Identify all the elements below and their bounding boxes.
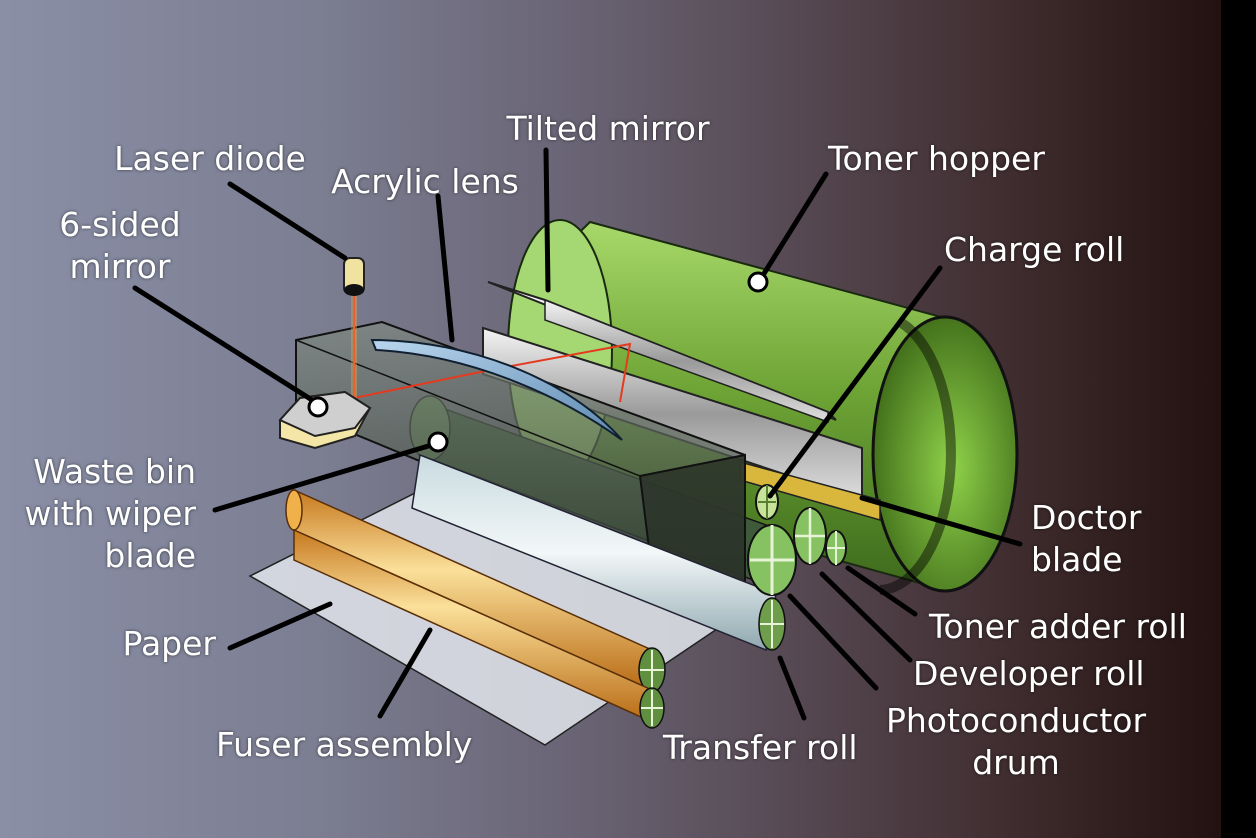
- diagram-artwork: [132, 147, 1023, 746]
- label-tilted-mirror: Tilted mirror: [506, 109, 710, 148]
- label-six-sided-mirror: 6-sided mirror: [40, 204, 200, 288]
- label-developer-roll: Developer roll: [913, 654, 1145, 693]
- dot-six-sided-mirror: [307, 396, 329, 418]
- leader-six-sided-mirror: [132, 285, 315, 403]
- label-doctor-blade-line-2: blade: [1031, 540, 1123, 579]
- label-waste-bin-line-2: with wiper: [24, 494, 196, 533]
- pointer-dots: [307, 271, 769, 453]
- label-photoconductor-drum-line-1: Photoconductor: [885, 701, 1147, 740]
- leader-acrylic-lens: [435, 193, 455, 343]
- label-waste-bin-line-1: Waste bin: [33, 452, 196, 491]
- transfer-roll-shape: [411, 453, 786, 652]
- dot-waste-bin: [427, 431, 449, 453]
- label-photoconductor-drum: Photoconductor drum: [876, 700, 1156, 784]
- label-transfer-roll: Transfer roll: [663, 728, 858, 767]
- leader-charge-roll: [767, 265, 943, 499]
- laser-diode-shape: [343, 257, 365, 296]
- label-doctor-blade: Doctor blade: [1031, 497, 1181, 581]
- leader-lines: [132, 147, 1023, 721]
- label-waste-bin: Waste bin with wiper blade: [8, 451, 196, 577]
- label-acrylic-lens: Acrylic lens: [331, 162, 519, 201]
- label-six-sided-mirror-line-1: 6-sided: [59, 205, 181, 244]
- leader-paper: [227, 601, 333, 651]
- right-black-strip: [1221, 0, 1256, 838]
- leader-developer-roll: [819, 571, 913, 663]
- dot-toner-hopper: [747, 271, 769, 293]
- leader-tilted-mirror: [543, 147, 551, 293]
- acrylic-lens-shape: [370, 338, 623, 441]
- label-charge-roll: Charge roll: [944, 230, 1125, 269]
- tilted-mirror-shape: [487, 281, 837, 424]
- label-six-sided-mirror-line-2: mirror: [69, 247, 171, 286]
- label-doctor-blade-line-1: Doctor: [1031, 498, 1142, 537]
- label-waste-bin-line-3: blade: [104, 536, 196, 575]
- label-photoconductor-drum-line-2: drum: [972, 743, 1060, 782]
- fuser-assembly-shape: [285, 488, 666, 729]
- leader-laser-diode: [227, 181, 348, 261]
- leader-toner-adder-roll: [845, 565, 918, 617]
- label-fuser-assembly: Fuser assembly: [216, 725, 473, 764]
- leader-toner-hopper: [757, 171, 829, 283]
- leader-doctor-blade: [859, 495, 1023, 547]
- leader-waste-bin: [212, 441, 438, 513]
- leader-fuser-assembly: [377, 627, 433, 719]
- label-toner-hopper: Toner hopper: [828, 139, 1045, 178]
- label-toner-adder-roll: Toner adder roll: [929, 607, 1187, 646]
- leader-transfer-roll: [777, 655, 807, 721]
- label-laser-diode: Laser diode: [114, 139, 306, 178]
- leader-photoconductor-drum: [787, 593, 879, 691]
- label-paper: Paper: [122, 624, 216, 663]
